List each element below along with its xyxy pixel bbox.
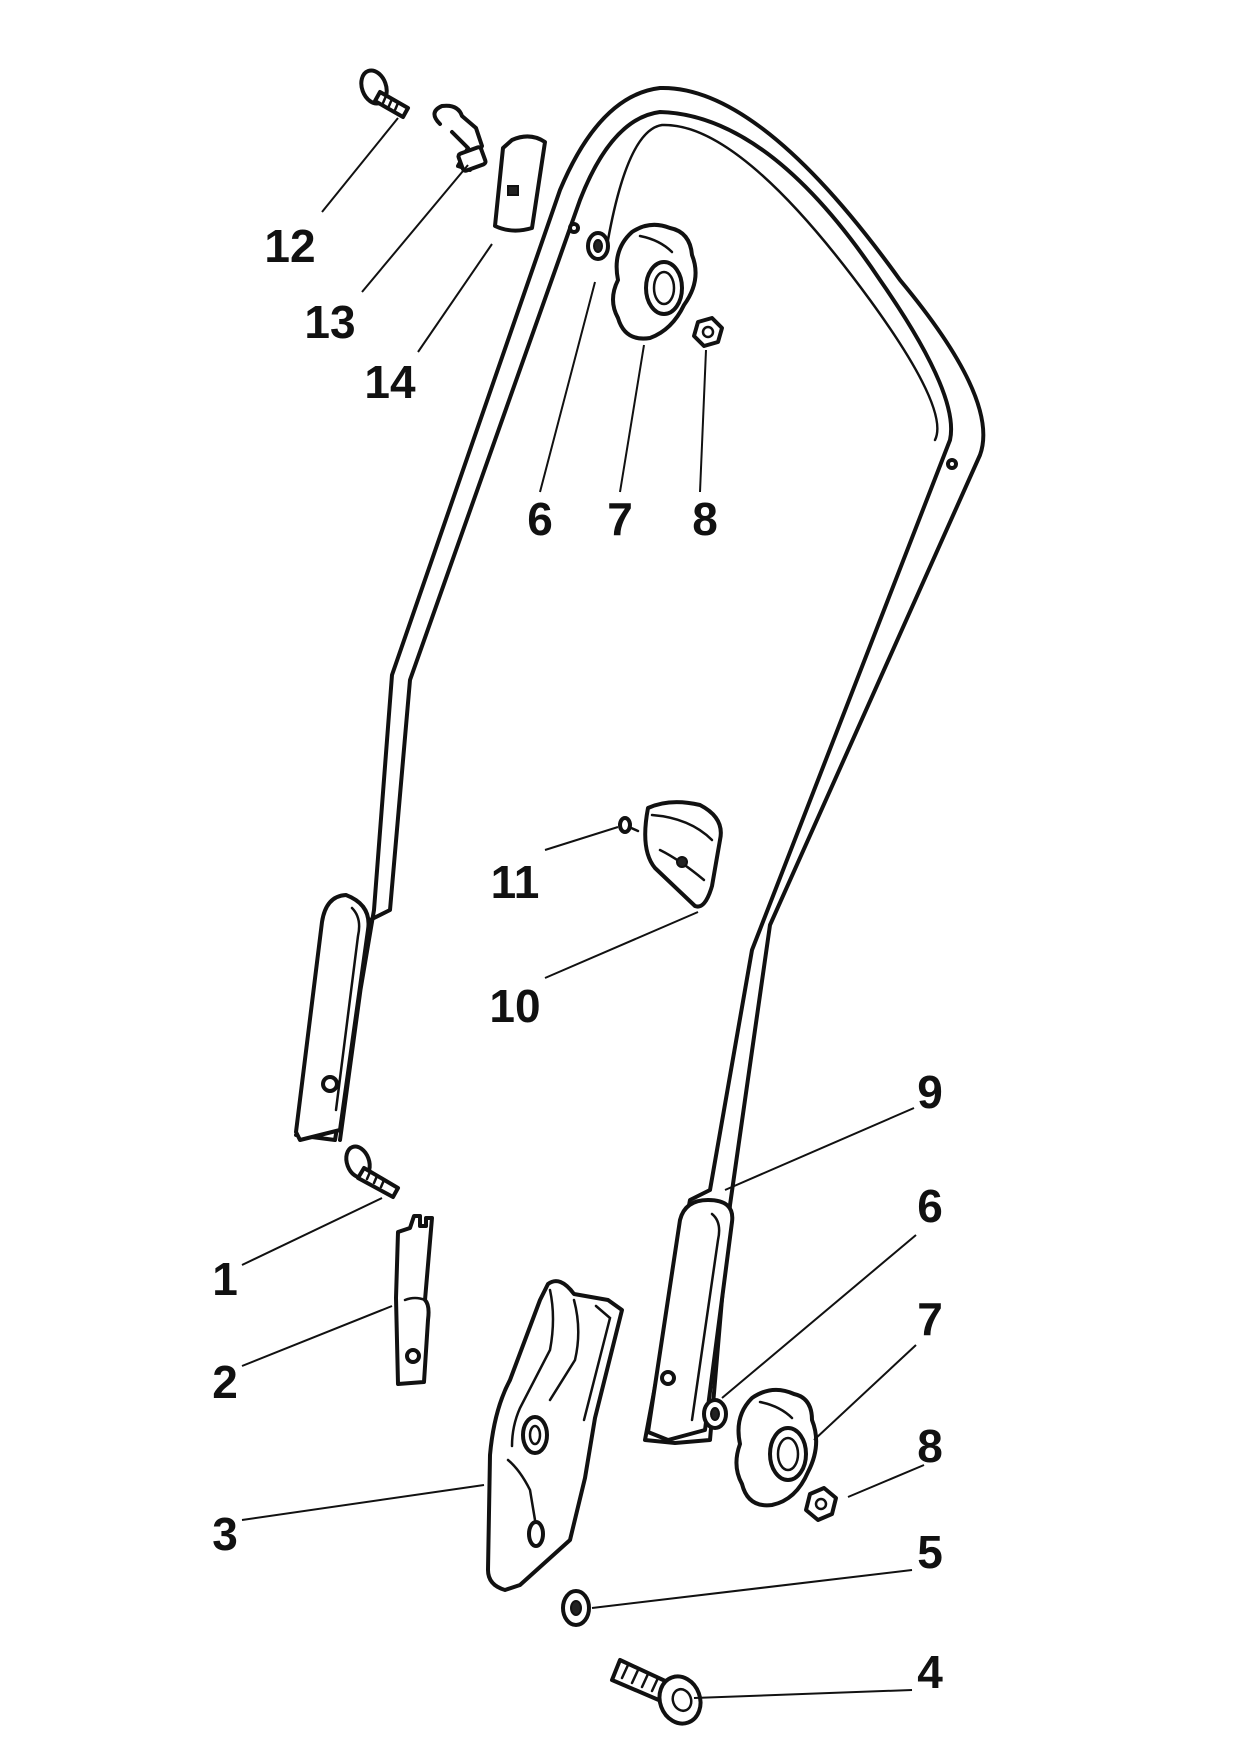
callout-3: 3 (212, 1508, 238, 1560)
callout-6-lower: 6 (917, 1180, 943, 1232)
callout-5: 5 (917, 1526, 943, 1578)
handlebar-tube (294, 85, 986, 1445)
knob-7-lower (734, 1387, 819, 1508)
leader-lines (241, 117, 925, 1699)
callout-2: 2 (212, 1356, 238, 1408)
washer-5 (561, 1589, 591, 1627)
nut-8-upper (692, 316, 724, 348)
clip-plate-14 (493, 134, 547, 233)
cable-guide-10 (643, 800, 723, 909)
knob-7-upper (611, 222, 698, 341)
callout-11: 11 (491, 856, 540, 908)
cable-clip-13 (432, 103, 488, 173)
callout-12: 12 (264, 220, 315, 272)
callout-6-upper: 6 (527, 493, 553, 545)
callout-4: 4 (917, 1646, 943, 1698)
screw-11 (618, 816, 640, 834)
callout-8-lower: 8 (917, 1420, 943, 1472)
callout-8-upper: 8 (692, 493, 718, 545)
callout-1: 1 (212, 1253, 238, 1305)
bolt-4 (610, 1658, 703, 1726)
bolt-1 (344, 1144, 400, 1199)
washer-6-upper (586, 231, 610, 261)
callout-9: 9 (917, 1066, 943, 1118)
callout-7-upper: 7 (607, 493, 633, 545)
bracket-2 (394, 1214, 434, 1386)
callout-13: 13 (304, 296, 355, 348)
callout-14: 14 (364, 356, 416, 408)
washer-6-lower (702, 1398, 728, 1430)
nut-8-lower (804, 1486, 838, 1522)
bracket-3 (486, 1279, 624, 1592)
callout-7-lower: 7 (917, 1293, 943, 1345)
callout-10: 10 (489, 980, 540, 1032)
screw-12 (359, 68, 410, 119)
